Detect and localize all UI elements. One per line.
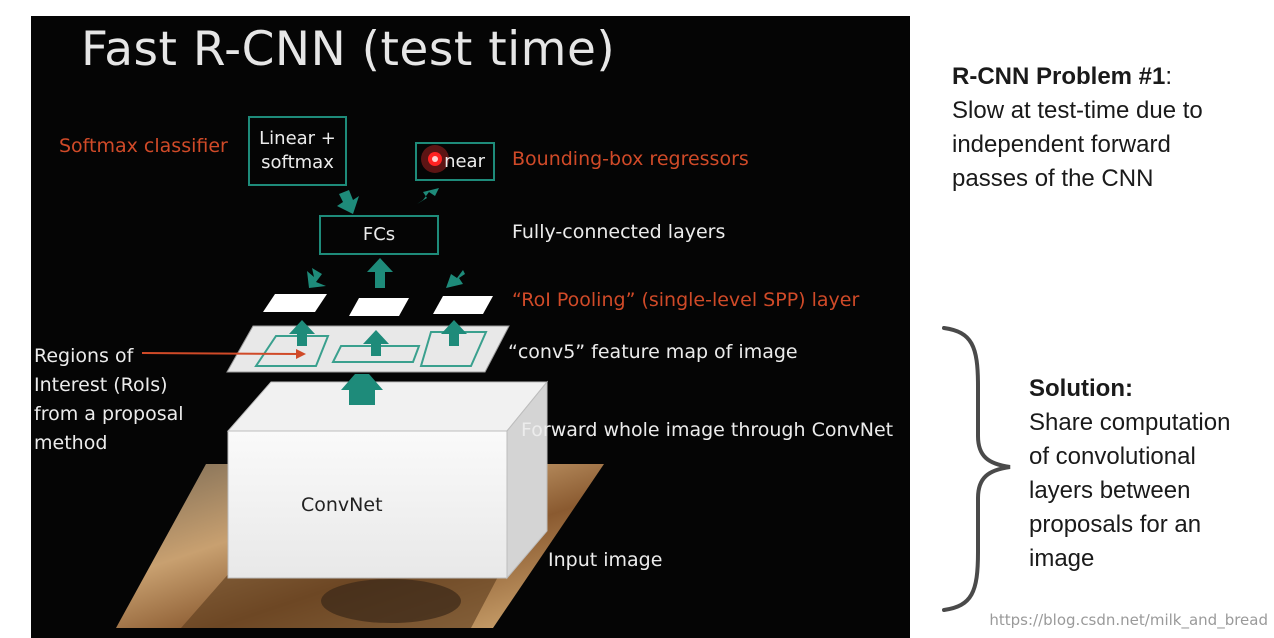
forward-label: Forward whole image through ConvNet: [521, 419, 894, 441]
arrow-head-right: [417, 188, 439, 204]
arrow-roi-left-up: [289, 320, 315, 346]
watermark: https://blog.csdn.net/milk_and_bread: [989, 611, 1268, 629]
roi-label-line-2: Interest (RoIs): [34, 374, 168, 396]
linear-box: near: [415, 142, 495, 181]
roi-label-line-4: method: [34, 432, 108, 454]
convnet-label: ConvNet: [301, 494, 383, 516]
problem-line-2: independent forward: [952, 131, 1171, 158]
arrow-roi-mid-up: [363, 330, 389, 356]
teal-arrows: [289, 188, 467, 405]
fully-connected-label: Fully-connected layers: [512, 221, 726, 243]
bbox-regressors-label: Bounding-box regressors: [512, 148, 749, 170]
arrow-convnet-up: [341, 374, 383, 405]
solution-title: Solution:: [1029, 375, 1133, 402]
solution-line-3: layers between: [1029, 477, 1191, 504]
softmax-classifier-label: Softmax classifier: [59, 135, 228, 157]
problem-line-1: Slow at test-time due to: [952, 97, 1203, 124]
roi-label-line-1: Regions of: [34, 345, 134, 367]
arrow-fc-right: [446, 270, 465, 288]
fcs-box-label: FCs: [362, 224, 396, 245]
solution-line-2: of convolutional: [1029, 443, 1196, 470]
roi-label-line-3: from a proposal: [34, 403, 184, 425]
input-image-label: Input image: [548, 549, 663, 571]
pointer-dot-core: [432, 156, 438, 162]
problem-title: R-CNN Problem #1: [952, 63, 1166, 90]
arrow-head-left: [337, 190, 359, 214]
solution-line-4: proposals for an: [1029, 511, 1202, 538]
roi-pooled-middle: [349, 298, 409, 316]
linear-softmax-line-1: Linear +: [259, 128, 336, 149]
problem-colon: :: [1165, 63, 1173, 90]
curly-brace-icon: [942, 326, 1011, 612]
problem-note: R-CNN Problem #1: Slow at test-time due …: [952, 60, 1203, 196]
diagram-graphics: [116, 145, 604, 628]
slide-title: Fast R-CNN (test time): [81, 22, 616, 77]
convnet-box-top: [226, 381, 549, 432]
roi-pooled-left: [263, 294, 327, 312]
linear-softmax-line-2: softmax: [261, 152, 334, 173]
solution-line-5: image: [1029, 545, 1095, 572]
roi-rect-left: [254, 335, 330, 367]
roi-pointer-line: [141, 352, 300, 355]
conv5-label: “conv5” feature map of image: [508, 341, 798, 363]
regions-of-interest-label: Regions of Interest (RoIs) from a propos…: [34, 342, 184, 458]
roi-rect-right: [419, 331, 488, 367]
arrow-fc-left: [307, 268, 326, 288]
convnet-box-front: [227, 430, 508, 579]
solution-line-1: Share computation: [1029, 409, 1231, 436]
arrow-fc-mid: [367, 258, 393, 288]
problem-line-3: passes of the CNN: [952, 165, 1154, 192]
arrow-roi-right-up: [441, 320, 467, 346]
roi-rect-middle: [331, 345, 421, 363]
fcs-box: FCs: [319, 215, 439, 255]
roi-pooled-right: [433, 296, 493, 314]
linear-softmax-box: Linear + softmax: [248, 116, 347, 186]
solution-note: Solution: Share computation of convoluti…: [1029, 372, 1230, 576]
roi-pooling-label: “RoI Pooling” (single-level SPP) layer: [512, 289, 860, 311]
input-image-figure: [321, 579, 461, 623]
roi-pointer-head: [296, 349, 306, 359]
linear-box-label: near: [444, 150, 485, 172]
slide: Fast R-CNN (test time) Softmax classifie…: [31, 16, 910, 638]
